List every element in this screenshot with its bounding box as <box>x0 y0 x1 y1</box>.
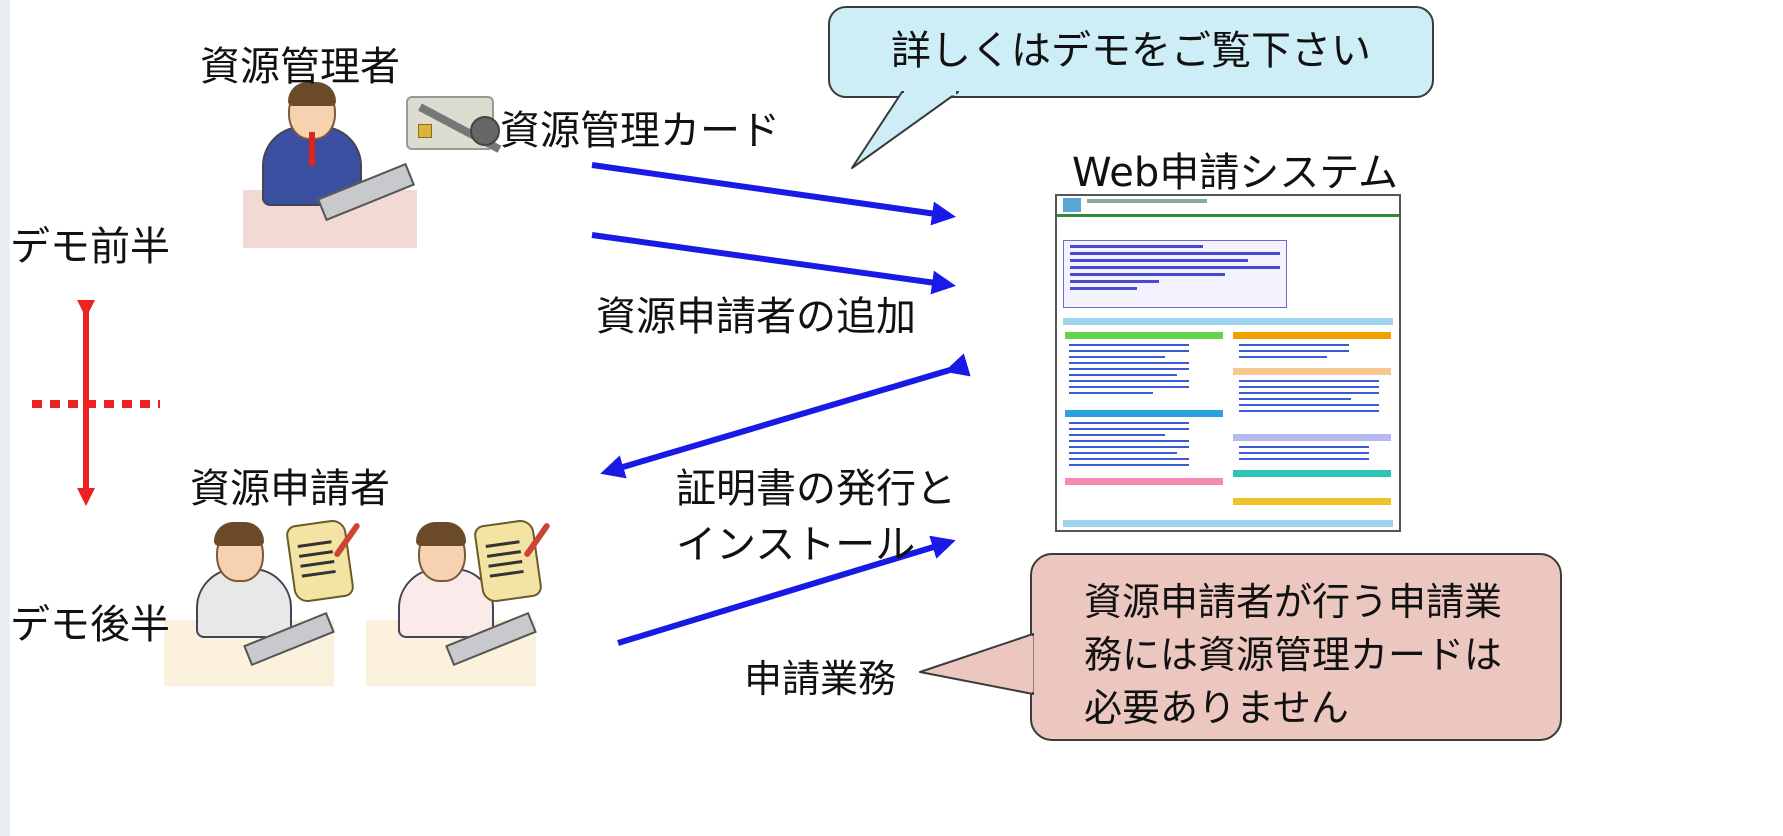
demo-first-half-label: デモ前半 <box>10 224 170 270</box>
note-line-2: 務には資源管理カードは <box>1084 633 1503 677</box>
demo-second-half-label: デモ後半 <box>10 602 170 648</box>
demo-callout <box>828 6 1434 98</box>
cert-issue-label-2: インストール <box>676 522 916 568</box>
note-line-1: 資源申請者が行う申請業 <box>1084 580 1503 624</box>
left-edge-stripe <box>0 0 10 836</box>
arrow-certificate <box>600 353 971 479</box>
demo-callout-text: 詳しくはデモをご覧下さい <box>891 28 1371 74</box>
arrow-application-work <box>617 535 956 646</box>
cert-issue-label-1: 証明書の発行と <box>676 466 956 512</box>
resource-applicant-label: 資源申請者 <box>190 466 390 512</box>
note-callout-tail <box>919 633 1034 695</box>
note-callout <box>1030 553 1562 741</box>
arrow-add-applicant <box>591 232 956 295</box>
web-system-screenshot <box>1055 194 1401 532</box>
demo-callout-tail <box>851 91 959 169</box>
resource-manager-label: 資源管理者 <box>200 44 400 90</box>
resource-manager-card-label: 資源管理カード <box>500 108 780 154</box>
note-callout-text: 資源申請者が行う申請業 務には資源管理カードは 必要ありません <box>1084 576 1502 735</box>
application-work-label: 申請業務 <box>744 657 897 701</box>
note-line-3: 必要ありません <box>1084 686 1349 730</box>
add-applicant-label: 資源申請者の追加 <box>596 294 916 340</box>
arrow-card-to-system <box>591 162 956 226</box>
web-system-label: Web申請システム <box>1072 150 1399 196</box>
